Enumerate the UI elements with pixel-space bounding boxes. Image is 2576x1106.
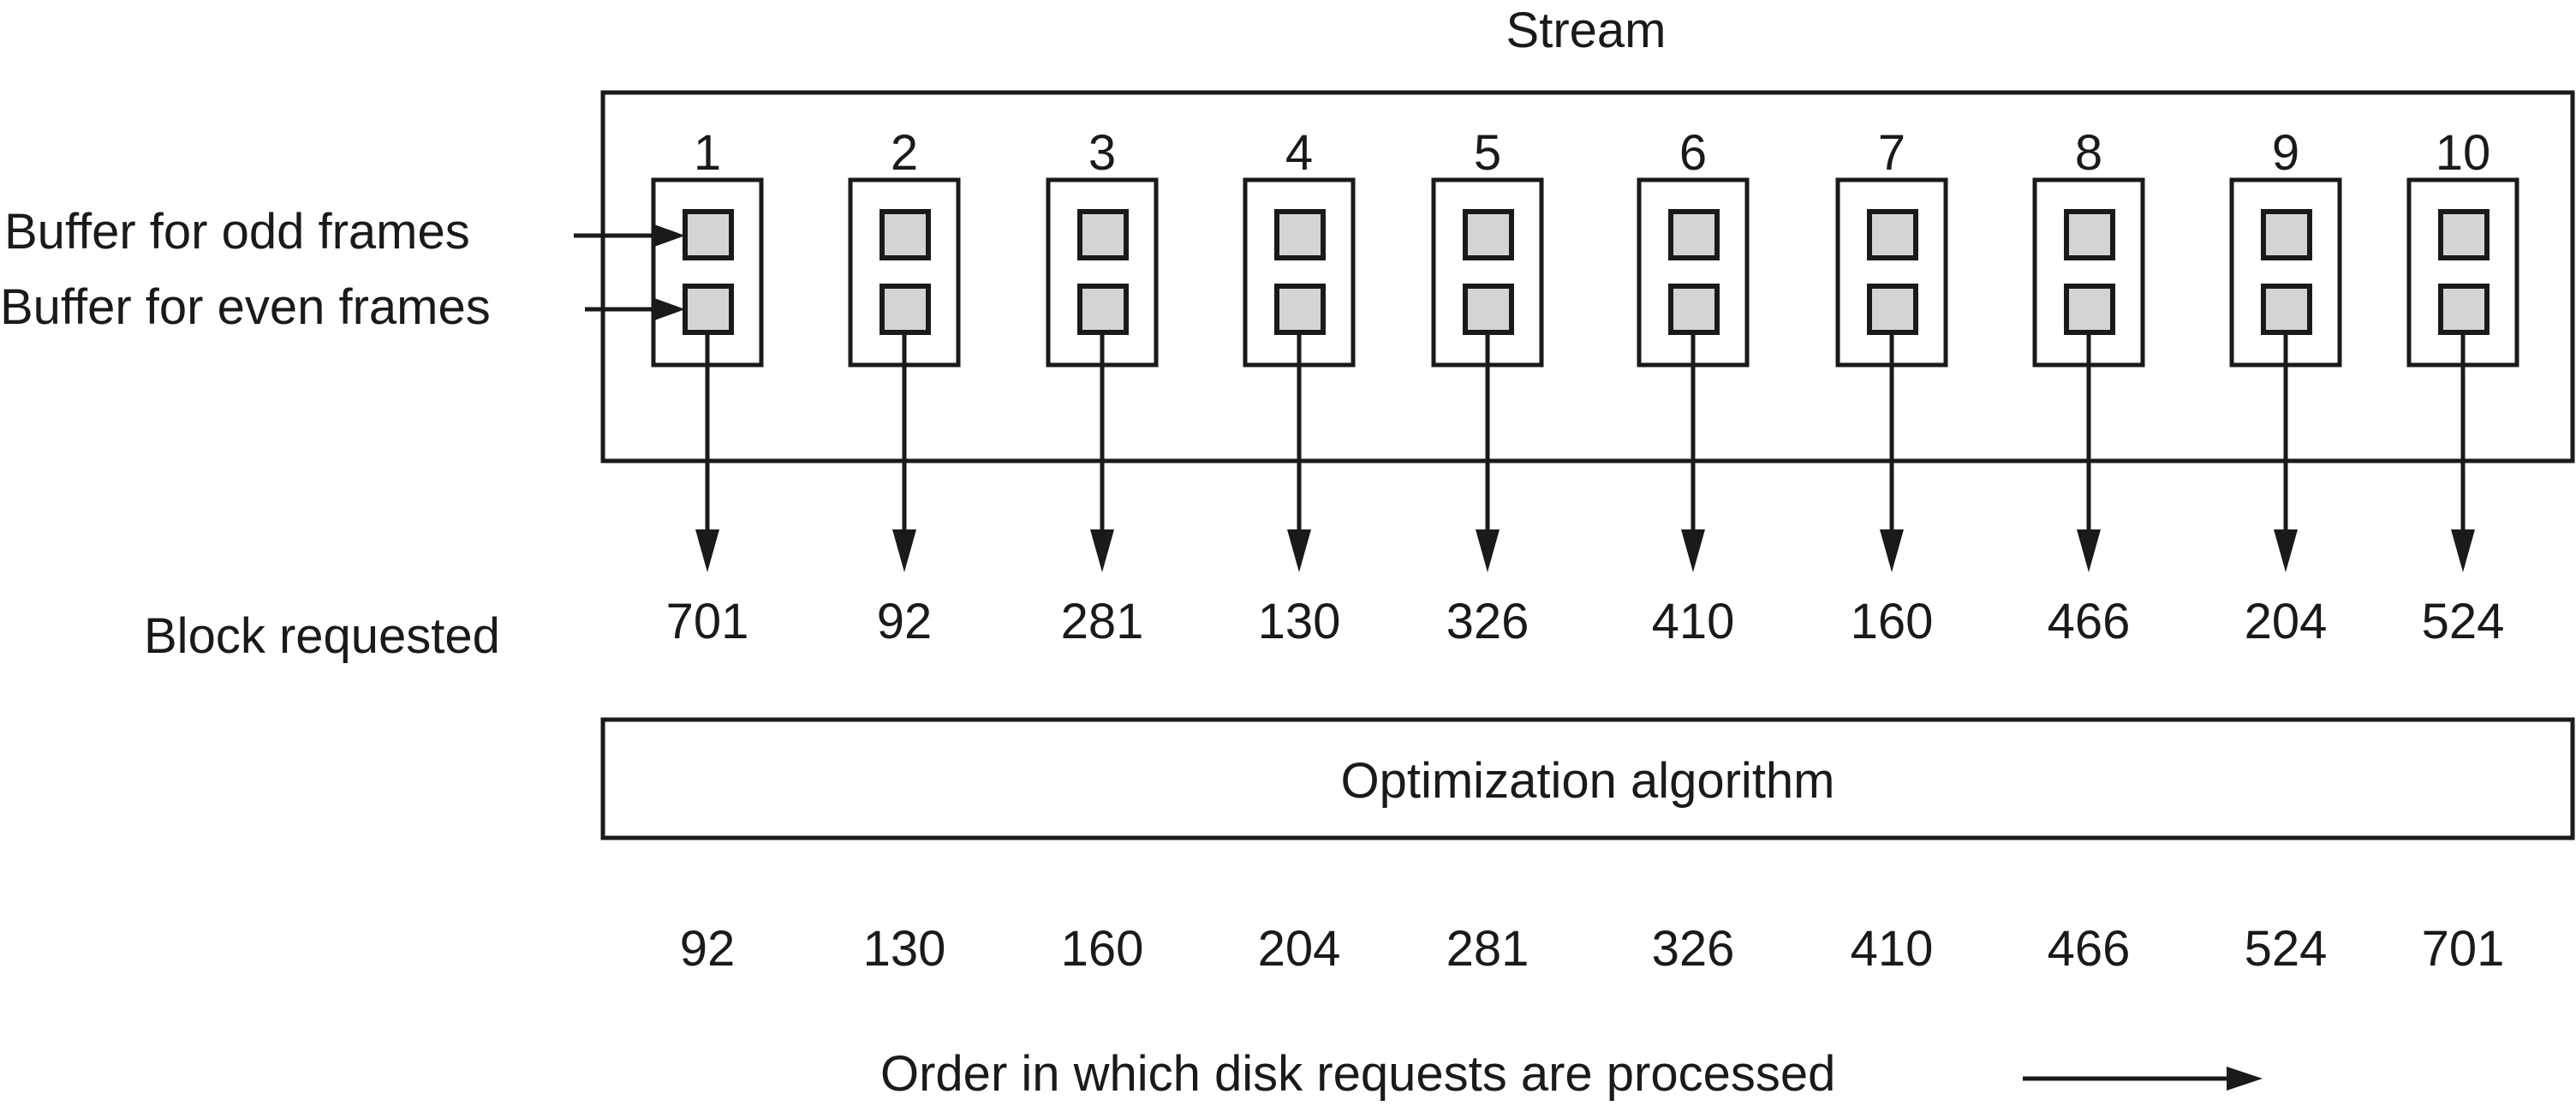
stream-column: 8 466 [2032, 125, 2145, 649]
block-requested-value: 326 [1446, 594, 1530, 649]
stream-number: 5 [1474, 125, 1501, 181]
processed-block-value: 524 [2245, 921, 2328, 977]
request-arrow-head [1681, 529, 1705, 572]
odd-frame-buffer [1077, 209, 1129, 260]
processed-block-value: 701 [2422, 921, 2505, 977]
stream-number: 8 [2075, 125, 2102, 181]
request-arrow-head [1476, 529, 1500, 572]
request-arrow-head [2077, 529, 2101, 572]
stream-column: 3 281 [1046, 125, 1159, 649]
odd-frame-buffer [2438, 209, 2490, 260]
even-frame-buffer [880, 284, 931, 335]
even-frame-buffer [2261, 284, 2312, 335]
request-arrow-head [1880, 529, 1904, 572]
stream-number: 10 [2436, 125, 2491, 181]
stream-box [600, 90, 2575, 463]
stream-number: 3 [1088, 125, 1116, 181]
processed-block-value: 92 [680, 921, 736, 977]
processed-block-value: 160 [1061, 921, 1144, 977]
odd-buffer-label: Buffer for odd frames [4, 204, 470, 260]
processed-block-value: 204 [1258, 921, 1341, 977]
request-arrow-head [695, 529, 719, 572]
odd-frame-buffer [1274, 209, 1326, 260]
request-arrow [695, 332, 719, 572]
even-frame-buffer [1668, 284, 1720, 335]
request-arrow [1287, 332, 1311, 572]
block-requested-value: 92 [877, 594, 933, 649]
request-arrow-head [2274, 529, 2298, 572]
odd-frame-buffer [880, 209, 931, 260]
even-frame-buffer [2438, 284, 2490, 335]
even-buffer-pointer-arrow [585, 298, 685, 320]
block-requested-value: 281 [1061, 594, 1144, 649]
odd-frame-buffer [1463, 209, 1514, 260]
processed-block-value: 281 [1446, 921, 1530, 977]
processed-block-value: 130 [863, 921, 946, 977]
odd-frame-buffer [1668, 209, 1720, 260]
even-frame-buffer [683, 284, 734, 335]
request-arrow-head [2451, 529, 2475, 572]
stream-column: 2 92 [848, 125, 961, 649]
stream-number: 2 [891, 125, 918, 181]
request-arrow [2274, 332, 2298, 572]
block-requested-value: 524 [2422, 594, 2505, 649]
request-arrow-head [1090, 529, 1114, 572]
request-arrow [2451, 332, 2475, 572]
optimization-box [600, 717, 2575, 840]
stream-column: 10 524 [2406, 125, 2519, 649]
request-arrow [1090, 332, 1114, 572]
block-requested-value: 701 [666, 594, 749, 649]
stream-column: 5 326 [1431, 125, 1544, 649]
block-requested-value: 204 [2245, 594, 2328, 649]
stream-number: 7 [1878, 125, 1905, 181]
processed-block-value: 466 [2048, 921, 2131, 977]
request-arrow [892, 332, 916, 572]
block-requested-value: 160 [1851, 594, 1934, 649]
order-direction-arrow [2023, 1067, 2263, 1091]
stream-number: 9 [2272, 125, 2299, 181]
block-requested-label: Block requested [144, 608, 500, 664]
stream-column: 9 204 [2229, 125, 2342, 649]
block-requested-value: 410 [1652, 594, 1735, 649]
stream-number: 1 [694, 125, 721, 181]
even-frame-buffer [1274, 284, 1326, 335]
request-arrow [2077, 332, 2101, 572]
even-frame-buffer [1077, 284, 1129, 335]
request-arrow [1681, 332, 1705, 572]
stream-column: 7 160 [1835, 125, 1948, 649]
even-frame-buffer [2064, 284, 2115, 335]
processed-block-value: 410 [1851, 921, 1934, 977]
stream-number: 6 [1679, 125, 1707, 181]
odd-frame-buffer [683, 209, 734, 260]
block-requested-value: 130 [1258, 594, 1341, 649]
request-arrow [1880, 332, 1904, 572]
processed-order-row: 92 130 160 204 281 326 410 466 524 701 [680, 921, 2505, 977]
even-frame-buffer [1867, 284, 1918, 335]
even-buffer-label: Buffer for even frames [0, 279, 491, 335]
stream-column: 6 410 [1637, 125, 1750, 649]
odd-frame-buffer [1867, 209, 1918, 260]
request-arrow [1476, 332, 1500, 572]
stream-number: 4 [1285, 125, 1313, 181]
block-requested-value: 466 [2048, 594, 2131, 649]
odd-buffer-pointer-arrow [574, 224, 685, 247]
stream-column: 4 130 [1243, 125, 1356, 649]
odd-frame-buffer [2261, 209, 2312, 260]
stream-title: Stream [1506, 3, 1667, 58]
order-caption: Order in which disk requests are process… [880, 1046, 1835, 1102]
request-arrow-head [892, 529, 916, 572]
odd-frame-buffer [2064, 209, 2115, 260]
even-frame-buffer [1463, 284, 1514, 335]
optimization-label: Optimization algorithm [1341, 753, 1835, 809]
request-arrow-head [1287, 529, 1311, 572]
processed-block-value: 326 [1652, 921, 1735, 977]
